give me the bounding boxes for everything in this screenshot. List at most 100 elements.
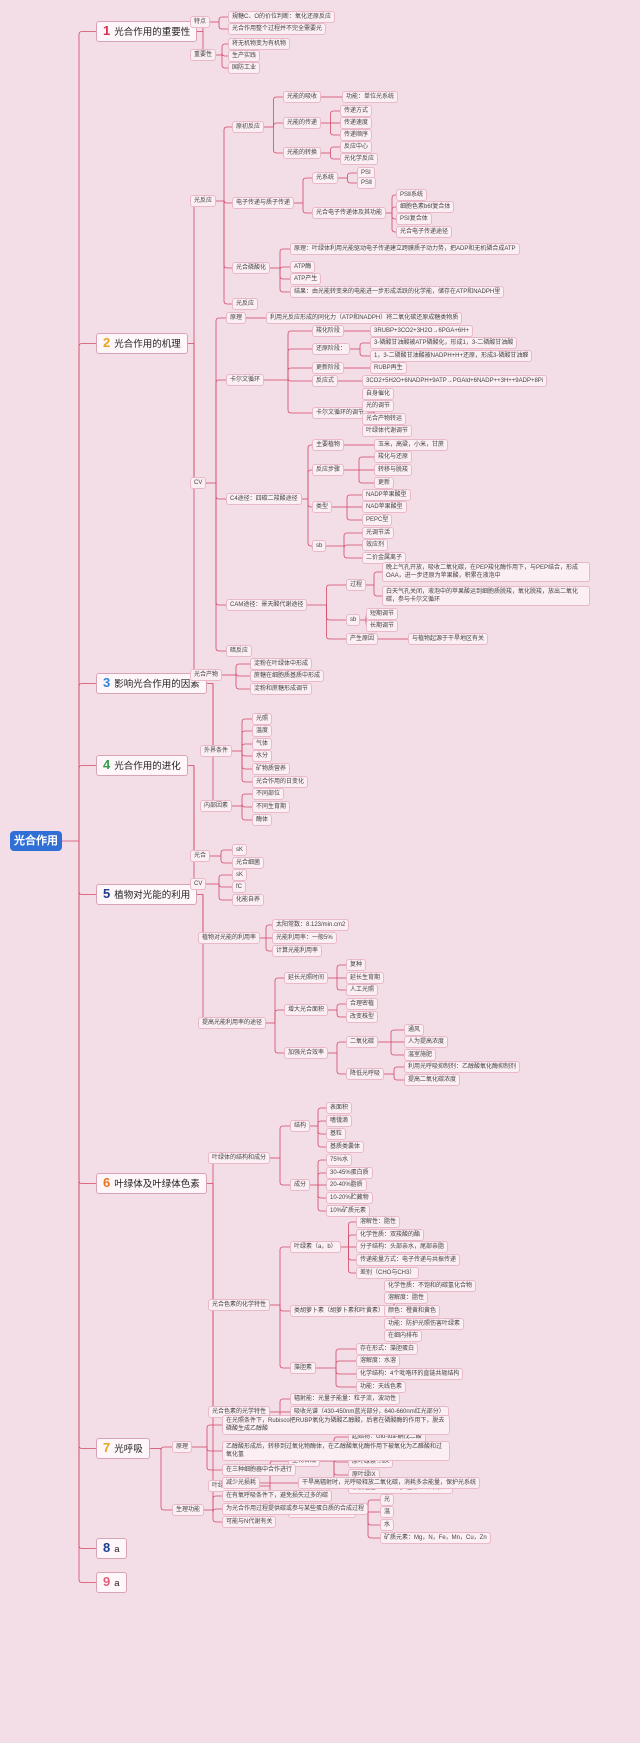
- topic-node[interactable]: 光合细菌: [232, 857, 265, 869]
- topic-node[interactable]: 降低光呼吸: [346, 1068, 385, 1080]
- topic-node[interactable]: 20-40%脂质: [326, 1179, 367, 1191]
- topic-node[interactable]: 反应式: [312, 375, 339, 387]
- topic-node[interactable]: 还原阶段：: [312, 343, 351, 355]
- topic-node[interactable]: 成分: [290, 1179, 311, 1191]
- topic-node[interactable]: 植物对光能的利用率: [198, 932, 261, 944]
- topic-node[interactable]: 差别（CHO与CH3）: [356, 1267, 420, 1279]
- topic-node[interactable]: 藻胆素: [290, 1362, 317, 1374]
- topic-node[interactable]: 利用光反应形成的同化力（ATP和NADPH）将二氧化碳还原成糖类物质: [266, 312, 463, 324]
- topic-node[interactable]: 反应中心: [340, 141, 373, 153]
- topic-node[interactable]: 光合: [190, 850, 211, 862]
- topic-node[interactable]: 溶解度：脂性: [384, 1292, 429, 1304]
- topic-node[interactable]: 不同部位: [252, 788, 285, 800]
- topic-node[interactable]: 太阳常数：8.123/min.cm2: [272, 919, 350, 931]
- topic-node[interactable]: 增大光合面积: [284, 1004, 329, 1016]
- topic-node[interactable]: 化学性质：不饱和的碳氢化合物: [384, 1280, 477, 1292]
- topic-node[interactable]: 计算光能利用率: [272, 945, 323, 957]
- topic-node[interactable]: 主要植物: [312, 439, 345, 451]
- topic-node[interactable]: 提高光能利用率的途径: [198, 1017, 267, 1029]
- topic-node[interactable]: 生理功能: [172, 1504, 205, 1516]
- topic-node[interactable]: 光能的吸收: [283, 91, 322, 103]
- topic-node[interactable]: 乙醇酸形成后，转移到过氧化物酶体，在乙醇酸氧化酶作用下被氧化为乙醛酸和过氧化氢: [222, 1441, 450, 1461]
- topic-node[interactable]: fC: [232, 881, 246, 893]
- topic-node[interactable]: 光能的传递: [283, 117, 322, 129]
- topic-node[interactable]: 结构: [290, 1120, 311, 1132]
- topic-node[interactable]: 溶解性：脂性: [356, 1216, 401, 1228]
- topic-node[interactable]: 3CO2+5H2O+6NADPH+9ATP→PGAld+6NADP++3H++9…: [362, 375, 548, 387]
- topic-node[interactable]: RUBP再生: [370, 362, 407, 374]
- topic-node[interactable]: 类胡萝卜素（胡萝卜素和叶黄素）: [290, 1305, 389, 1317]
- topic-node[interactable]: NADP苹果酸型: [362, 489, 411, 501]
- topic-node[interactable]: 1，3-二磷酸甘油酸被NADPH+H+还原，形成3-磷酸甘油醛: [370, 350, 533, 362]
- topic-node[interactable]: 温度: [252, 725, 273, 737]
- topic-node[interactable]: 气体: [252, 738, 273, 750]
- topic-node[interactable]: 原理: [172, 1441, 193, 1453]
- topic-node[interactable]: CAM途径：景天酸代谢途径: [226, 599, 308, 611]
- topic-node[interactable]: PSⅡ系统: [396, 189, 427, 201]
- topic-node[interactable]: ATP产生: [290, 273, 322, 285]
- topic-node[interactable]: 可能与N代谢有关: [222, 1516, 277, 1528]
- topic-node[interactable]: 白天气孔关闭，液泡中的苹果酸运到细胞质脱羧，氧化脱羧，放出二氧化碳，参与卡尔文循…: [382, 586, 590, 606]
- topic-node[interactable]: 颜色：橙黄和黄色: [384, 1305, 441, 1317]
- topic-node[interactable]: 在光照条件下，Rubisco把RUBP氧化为磷酸乙醇酸，后者在磷酸酶的作用下，脱…: [222, 1415, 450, 1435]
- topic-node[interactable]: 10-20%贮藏物: [326, 1192, 373, 1204]
- topic-node[interactable]: 3RUBP+3CO2+3H2O→6PGA+6H+: [370, 325, 474, 337]
- topic-node[interactable]: 光反应: [232, 298, 259, 310]
- topic-node[interactable]: sK: [232, 844, 248, 856]
- topic-node[interactable]: 过程: [346, 579, 367, 591]
- topic-node[interactable]: 矿质元素：Mg，N，Fe，Mn，Cu，Zn: [380, 1532, 491, 1544]
- topic-node[interactable]: PSⅡ: [357, 177, 376, 189]
- topic-node[interactable]: 75%水: [326, 1154, 353, 1166]
- topic-node[interactable]: 产生原因: [346, 633, 379, 645]
- topic-node[interactable]: PEPC型: [362, 514, 393, 526]
- topic-node[interactable]: 人为提高浓度: [404, 1036, 449, 1048]
- topic-node[interactable]: 3-磷酸甘油酸被ATP磷酸化，形成1，3-二磷酸甘油酸: [370, 337, 518, 349]
- topic-node[interactable]: 自身催化: [362, 388, 395, 400]
- topic-node[interactable]: 光合电子传递体及其功能: [312, 207, 387, 219]
- topic-node[interactable]: 光合磷酸化: [232, 262, 271, 274]
- topic-node[interactable]: 矿物质营养: [252, 763, 291, 775]
- topic-node[interactable]: 30-45%蛋白质: [326, 1167, 373, 1179]
- topic-node[interactable]: 短期调节: [366, 608, 399, 620]
- topic-node[interactable]: 在三种细胞器中合作进行: [222, 1464, 297, 1476]
- topic-node[interactable]: 传递顺序: [340, 129, 373, 141]
- topic-node[interactable]: sK: [232, 869, 248, 881]
- topic-node[interactable]: 光合作用的日变化: [252, 776, 309, 788]
- topic-node[interactable]: 光照: [252, 713, 273, 725]
- topic-node[interactable]: 叶绿素（a，b）: [290, 1241, 341, 1253]
- topic-node[interactable]: 存在形式：藻胆蛋白: [356, 1343, 419, 1355]
- topic-node[interactable]: 羧化与还原: [374, 451, 413, 463]
- topic-node[interactable]: 细胞色素b6f复合体: [396, 201, 455, 213]
- topic-node[interactable]: 温室施肥: [404, 1049, 437, 1061]
- topic-node[interactable]: 光合电子传递途径: [396, 226, 453, 238]
- topic-node[interactable]: 表面积: [326, 1102, 353, 1114]
- topic-node[interactable]: 光: [380, 1494, 395, 1506]
- topic-node[interactable]: 10%矿质元素: [326, 1205, 371, 1217]
- topic-node[interactable]: 叶绿体代谢调节: [362, 425, 413, 437]
- topic-node[interactable]: 温: [380, 1506, 395, 1518]
- topic-node[interactable]: CV: [190, 477, 207, 489]
- topic-node[interactable]: 结果：由光能转变来的电能进一步形成活跃的化学能，储存在ATP和NADPH里: [290, 286, 505, 298]
- topic-node[interactable]: PSⅠ复合体: [396, 213, 432, 225]
- topic-node[interactable]: 更新阶段: [312, 362, 345, 374]
- topic-node[interactable]: 电子传递与质子传递: [232, 197, 295, 209]
- topic-node[interactable]: 功能：单位光系统: [342, 91, 399, 103]
- topic-node[interactable]: 与植物起源于干旱地区有关: [408, 633, 489, 645]
- topic-node[interactable]: ATP酶: [290, 261, 316, 273]
- topic-node[interactable]: 重要性: [190, 49, 217, 61]
- topic-node[interactable]: 玉米，高粱，小米，甘蔗: [374, 439, 449, 451]
- topic-node[interactable]: 外界条件: [200, 745, 233, 757]
- topic-node[interactable]: 通风: [404, 1024, 425, 1036]
- topic-node[interactable]: 叶绿体的结构和成分: [208, 1152, 271, 1164]
- topic-node[interactable]: 光能的转换: [283, 147, 322, 159]
- topic-node[interactable]: 不同生育期: [252, 801, 291, 813]
- topic-node[interactable]: 卡尔文循环的调节: [312, 407, 369, 419]
- topic-node[interactable]: 光化学反应: [340, 153, 379, 165]
- topic-node[interactable]: 在细内排布: [384, 1330, 423, 1342]
